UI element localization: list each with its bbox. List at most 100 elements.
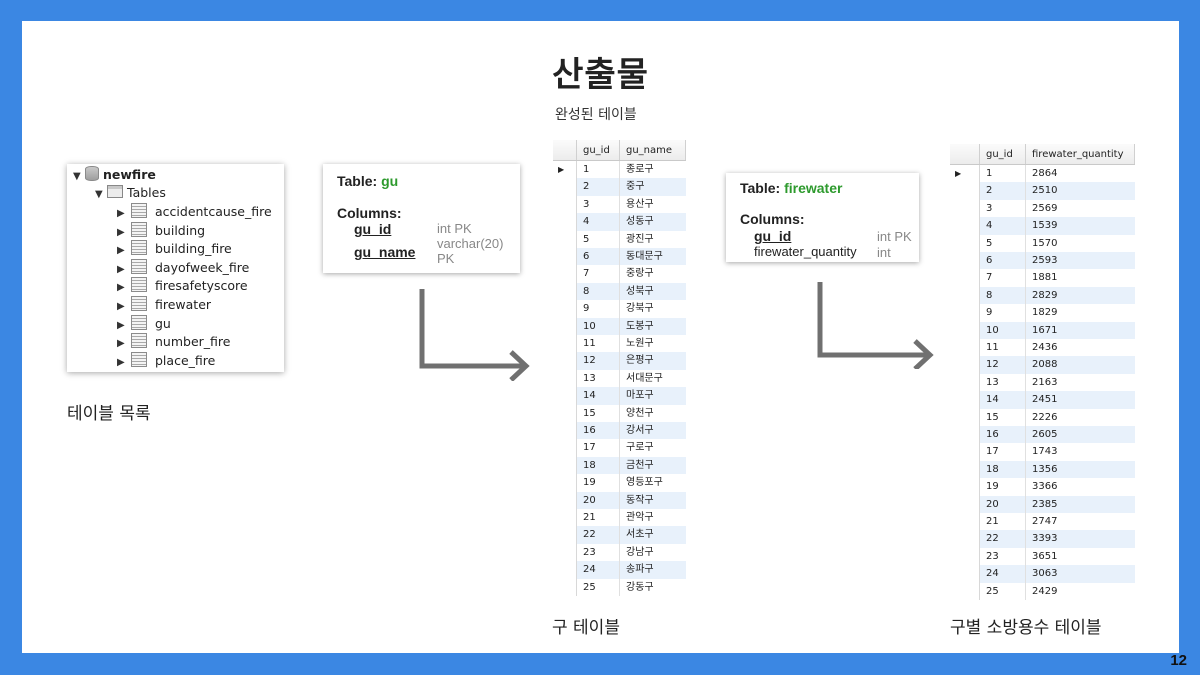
tree-table-item[interactable]: ▶number_fire (117, 333, 230, 351)
cell-gu-id[interactable]: 23 (980, 547, 1026, 566)
row-selector[interactable] (950, 356, 980, 374)
triangle-collapsed-icon[interactable]: ▶ (117, 356, 125, 368)
cell-value[interactable]: 관악구 (620, 509, 686, 527)
cell-value[interactable]: 3651 (1026, 547, 1135, 566)
tree-table-item[interactable]: ▶gu (117, 314, 171, 333)
row-selector[interactable] (553, 422, 577, 440)
cell-gu-id[interactable]: 25 (980, 582, 1026, 600)
row-selector[interactable] (553, 195, 577, 214)
cell-value[interactable]: 성동구 (620, 213, 686, 231)
row-selector[interactable] (950, 286, 980, 305)
cell-value[interactable]: 1570 (1026, 234, 1135, 252)
cell-value[interactable]: 2569 (1026, 199, 1135, 218)
cell-value[interactable]: 2593 (1026, 252, 1135, 270)
cell-value[interactable]: 노원구 (620, 335, 686, 353)
cell-gu-id[interactable]: 15 (577, 404, 620, 422)
row-selector[interactable] (553, 317, 577, 335)
cell-value[interactable]: 도봉구 (620, 317, 686, 335)
cell-value[interactable]: 용산구 (620, 195, 686, 214)
row-selector[interactable]: ▶ (950, 165, 980, 183)
cell-gu-id[interactable]: 15 (980, 408, 1026, 426)
cell-value[interactable]: 2605 (1026, 426, 1135, 444)
cell-value[interactable]: 2829 (1026, 286, 1135, 305)
cell-gu-id[interactable]: 11 (980, 339, 1026, 357)
cell-value[interactable]: 송파구 (620, 561, 686, 579)
row-selector[interactable] (553, 213, 577, 231)
cell-gu-id[interactable]: 9 (577, 300, 620, 318)
row-selector[interactable] (553, 509, 577, 527)
cell-gu-id[interactable]: 7 (980, 269, 1026, 287)
row-selector[interactable] (950, 182, 980, 200)
row-selector[interactable] (950, 530, 980, 548)
row-selector[interactable] (950, 304, 980, 322)
row-selector[interactable] (553, 543, 577, 562)
firewater-grid-header-gu-id[interactable]: gu_id (980, 144, 1026, 164)
row-selector[interactable] (950, 513, 980, 531)
cell-value[interactable]: 중랑구 (620, 265, 686, 283)
cell-value[interactable]: 금천구 (620, 456, 686, 475)
row-selector[interactable] (950, 408, 980, 426)
row-selector[interactable] (950, 199, 980, 218)
cell-gu-id[interactable]: 8 (577, 282, 620, 301)
cell-gu-id[interactable]: 3 (980, 199, 1026, 218)
cell-gu-id[interactable]: 13 (980, 373, 1026, 392)
triangle-expanded-icon[interactable]: ▼ (73, 171, 81, 182)
cell-value[interactable]: 은평구 (620, 352, 686, 370)
cell-gu-id[interactable]: 13 (577, 369, 620, 388)
cell-value[interactable]: 성북구 (620, 282, 686, 301)
cell-gu-id[interactable]: 5 (980, 234, 1026, 252)
cell-value[interactable]: 동작구 (620, 491, 686, 509)
row-selector[interactable] (553, 335, 577, 353)
tree-table-item[interactable]: ▶place_fire (117, 351, 215, 370)
cell-gu-id[interactable]: 18 (577, 456, 620, 475)
tree-db-row[interactable]: ▼newfire (73, 166, 156, 184)
cell-gu-id[interactable]: 21 (980, 513, 1026, 531)
row-selector[interactable] (950, 373, 980, 392)
row-selector[interactable] (553, 352, 577, 370)
triangle-collapsed-icon[interactable]: ▶ (117, 208, 125, 219)
cell-gu-id[interactable]: 22 (980, 530, 1026, 548)
cell-gu-id[interactable]: 20 (577, 491, 620, 509)
cell-gu-id[interactable]: 17 (577, 439, 620, 457)
cell-value[interactable]: 1743 (1026, 443, 1135, 461)
cell-gu-id[interactable]: 20 (980, 495, 1026, 513)
cell-gu-id[interactable]: 14 (577, 387, 620, 405)
cell-gu-id[interactable]: 6 (577, 248, 620, 266)
row-selector[interactable] (553, 248, 577, 266)
row-selector[interactable] (950, 547, 980, 566)
tree-table-item[interactable]: ▶dayofweek_fire (117, 258, 249, 277)
gu-grid-header-gu-id[interactable]: gu_id (577, 140, 620, 160)
cell-gu-id[interactable]: 5 (577, 230, 620, 248)
row-selector[interactable] (950, 460, 980, 479)
cell-value[interactable]: 1671 (1026, 321, 1135, 339)
cell-value[interactable]: 2747 (1026, 513, 1135, 531)
cell-gu-id[interactable]: 25 (577, 578, 620, 596)
cell-gu-id[interactable]: 1 (980, 165, 1026, 183)
cell-gu-id[interactable]: 12 (577, 352, 620, 370)
cell-gu-id[interactable]: 22 (577, 526, 620, 544)
cell-gu-id[interactable]: 12 (980, 356, 1026, 374)
cell-gu-id[interactable]: 10 (980, 321, 1026, 339)
cell-value[interactable]: 강동구 (620, 578, 686, 596)
tree-tables-folder-row[interactable]: ▼Tables (95, 184, 166, 202)
cell-value[interactable]: 2451 (1026, 391, 1135, 409)
cell-gu-id[interactable]: 3 (577, 195, 620, 214)
cell-gu-id[interactable]: 6 (980, 252, 1026, 270)
cell-value[interactable]: 2226 (1026, 408, 1135, 426)
